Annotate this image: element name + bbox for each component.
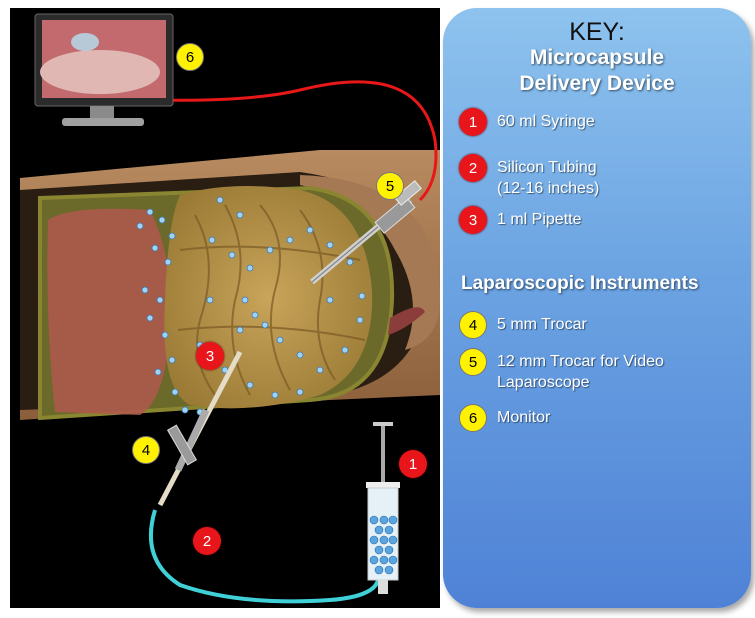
trocar-12mm-callout: 5	[376, 172, 404, 200]
key-badge-4: 4	[459, 311, 487, 339]
laparoscopic-heading: Laparoscopic Instruments	[461, 273, 699, 295]
syringe-callout: 1	[399, 450, 427, 478]
key-subtitle-line1: Microcapsule	[443, 46, 751, 70]
key-item-monitor: 6 Monitor	[459, 404, 550, 432]
key-label-1: 60 ml Syringe	[497, 108, 595, 132]
key-label-5: 12 mm Trocar for Video Laparoscope	[497, 348, 664, 393]
key-label-3: 1 ml Pipette	[497, 206, 581, 230]
key-item-trocar-12mm: 5 12 mm Trocar for Video Laparoscope	[459, 348, 664, 393]
key-label-6: Monitor	[497, 404, 550, 428]
key-badge-3: 3	[459, 206, 487, 234]
liver	[47, 209, 171, 415]
key-badge-5: 5	[459, 348, 487, 376]
key-subtitle-line2: Delivery Device	[443, 72, 751, 96]
key-label-4: 5 mm Trocar	[497, 311, 587, 335]
key-badge-2: 2	[459, 154, 487, 182]
key-badge-1: 1	[459, 108, 487, 136]
key-item-pipette: 3 1 ml Pipette	[459, 206, 581, 234]
abdomen-illustration	[0, 0, 440, 610]
key-title: KEY:	[443, 18, 751, 47]
intestines	[164, 186, 372, 408]
key-label-2: Silicon Tubing (12-16 inches)	[497, 154, 599, 199]
tubing-callout: 2	[193, 527, 221, 555]
key-item-tubing: 2 Silicon Tubing (12-16 inches)	[459, 154, 599, 199]
monitor-callout: 6	[176, 43, 204, 71]
key-item-syringe: 1 60 ml Syringe	[459, 108, 595, 136]
trocar-5mm-callout: 4	[132, 436, 160, 464]
pipette-callout: 3	[196, 342, 224, 370]
key-badge-6: 6	[459, 404, 487, 432]
key-item-trocar-5mm: 4 5 mm Trocar	[459, 311, 587, 339]
key-panel: KEY: Microcapsule Delivery Device 1 60 m…	[443, 8, 751, 608]
